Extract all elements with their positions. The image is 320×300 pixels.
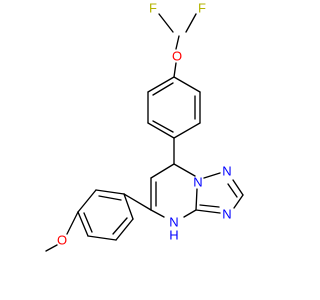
bond-upper-ring-6 [147, 76, 175, 93]
bond-c5-phenyl [123, 193, 152, 211]
bond-lower-ring-1-inner [98, 195, 122, 201]
bond-chf2-o [175, 35, 180, 50]
bond-n1-n2 [203, 172, 221, 179]
molecule-structure: F F O O N N N N H [45, 1, 244, 252]
bond-lower-ring-6 [123, 193, 134, 220]
bond-lower-ring-5-inner [112, 217, 128, 235]
bond-n2-c-inner [227, 183, 238, 198]
atom-label-n2: N [222, 164, 231, 179]
bond-c-n4 [233, 194, 244, 209]
bond-nh-c5 [150, 209, 165, 218]
bond-c7-n1 [173, 163, 196, 177]
bond-n4-c8a-inner [199, 204, 220, 208]
atom-label-o2: O [57, 233, 67, 248]
bond-upper-ring-1 [173, 76, 201, 93]
bond-o-ring [173, 62, 177, 78]
bond-n2-c [232, 179, 244, 196]
bond-cf2 [185, 13, 197, 33]
bond-upper-ring-3 [173, 122, 201, 139]
bond-c6-c7 [150, 163, 175, 179]
atom-label-o1: O [172, 49, 182, 64]
bond-lower-ring-1 [95, 189, 125, 195]
bond-lower-ring-3 [77, 211, 89, 237]
bond-ring-o2 [66, 211, 79, 235]
atom-label-f1: F [149, 1, 157, 16]
bond-lower-ring-4 [87, 235, 117, 241]
bond-lower-ring-2 [77, 189, 97, 213]
bond-lower-ring-5 [115, 218, 134, 241]
bond-n1-c8a [195, 188, 198, 211]
bond-n4-c8a [195, 209, 221, 214]
bond-upper-ring-6-inner [152, 82, 174, 96]
bond-o2-ch3 [45, 244, 58, 252]
atom-label-nh: N [169, 215, 178, 230]
bond-upper-ring-4-inner [152, 120, 174, 133]
atom-label-n1: N [193, 175, 202, 190]
bond-c8a-nh [183, 209, 197, 218]
atom-label-f2: F [198, 1, 206, 16]
bond-upper-ring-4 [147, 122, 175, 139]
atom-label-h: H [169, 228, 178, 243]
molecule-canvas: F F O O N N N N H [45, 1, 244, 252]
bond-cf1 [158, 13, 174, 33]
bond-lower-ring-3-inner [83, 212, 93, 233]
atom-label-n3: N [222, 207, 231, 222]
